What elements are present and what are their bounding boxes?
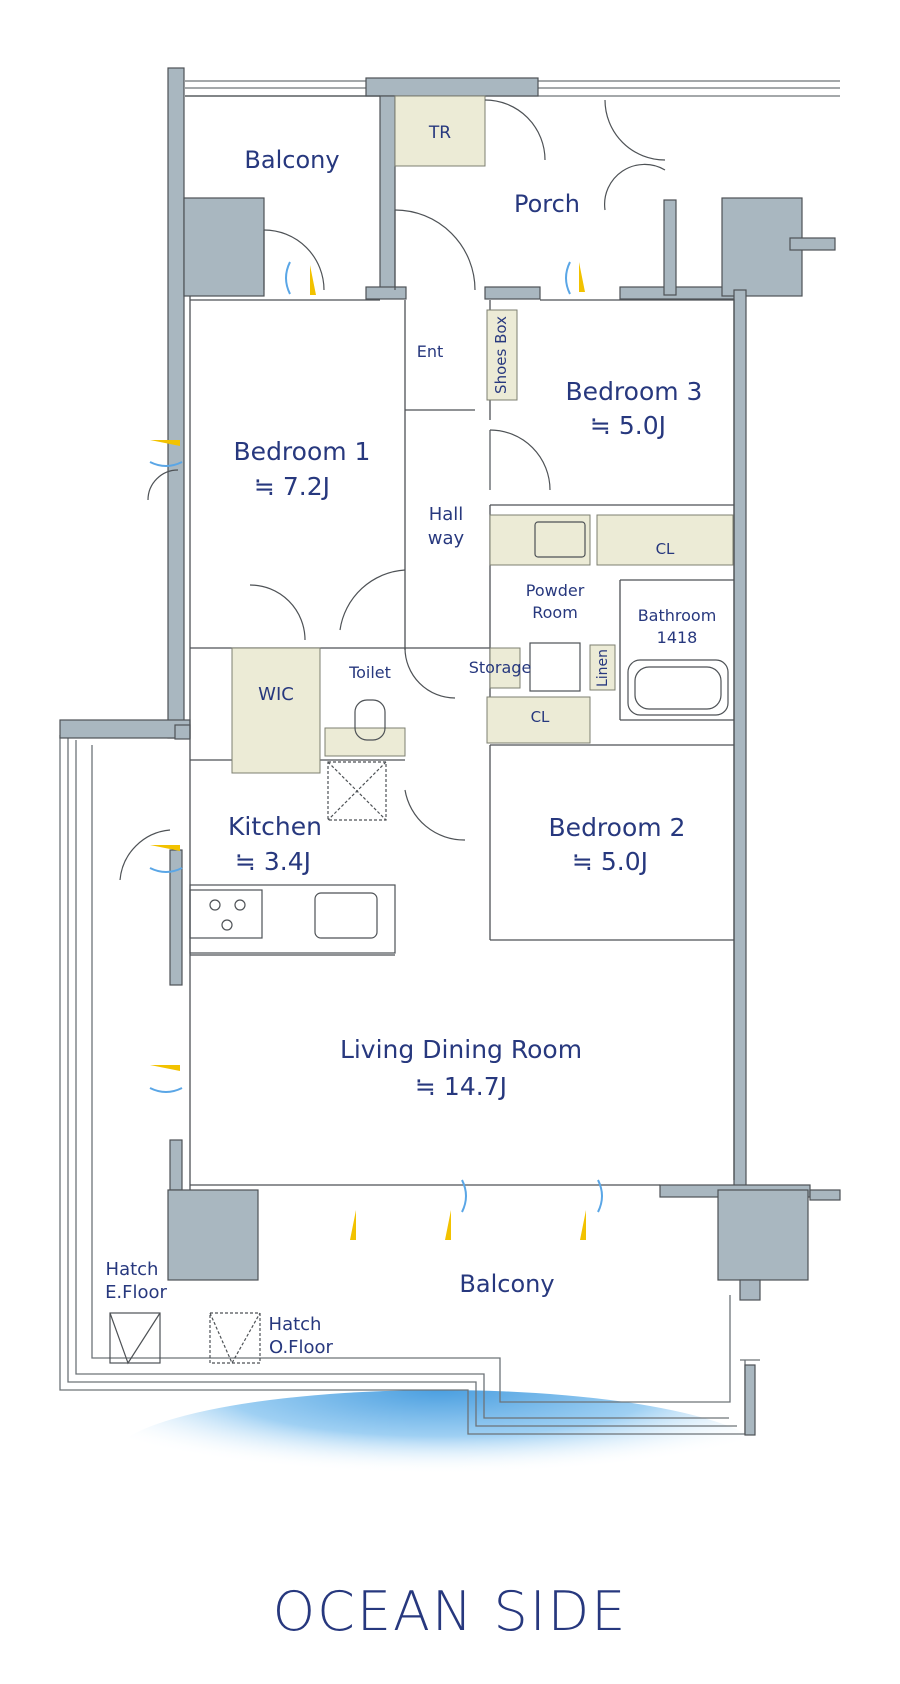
label-kitchen: Kitchen — [228, 812, 322, 841]
label-tr: TR — [428, 123, 451, 143]
label-hatch-o-1: Hatch — [269, 1314, 322, 1335]
label-porch: Porch — [514, 190, 580, 218]
label-bedroom-2: Bedroom 2 — [549, 813, 686, 842]
interior-walls — [185, 95, 735, 1190]
label-hatch-e-2: E.Floor — [105, 1282, 167, 1303]
label-cl-top: CL — [656, 540, 675, 558]
label-bedroom-1: Bedroom 1 — [234, 437, 371, 466]
label-hatch-e-1: Hatch — [106, 1259, 159, 1280]
cl-mid-fill — [486, 696, 591, 744]
toilet-bowl — [354, 699, 386, 741]
label-kitchen-size: ≒ 3.4J — [235, 847, 311, 876]
fixtures — [189, 521, 729, 954]
label-balcony-top: Balcony — [244, 146, 339, 174]
shoes-box — [486, 309, 518, 401]
wic-fill — [231, 647, 321, 774]
label-cl-mid: CL — [531, 708, 550, 726]
ventilation-arrows — [149, 261, 603, 1240]
label-hatch-o-2: O.Floor — [269, 1337, 334, 1358]
label-bathroom: Bathroom — [638, 606, 717, 625]
tr-box — [394, 95, 486, 167]
label-bedroom-3-size: ≒ 5.0J — [590, 411, 666, 440]
washing-machine — [529, 642, 581, 692]
label-wic: WIC — [258, 684, 294, 705]
storage-fill — [489, 647, 521, 689]
label-bedroom-2-size: ≒ 5.0J — [572, 847, 648, 876]
label-powder-1: Powder — [526, 581, 585, 600]
label-bedroom-3: Bedroom 3 — [566, 377, 703, 406]
bathtub — [627, 659, 729, 716]
kitchen-counter — [189, 884, 396, 954]
cl-top-fill — [596, 514, 734, 566]
sink — [534, 521, 586, 558]
label-ldr: Living Dining Room — [340, 1035, 582, 1064]
label-balcony-bottom: Balcony — [459, 1270, 554, 1298]
storage-fills — [231, 95, 734, 774]
label-ent: Ent — [417, 342, 444, 361]
label-ldr-size: ≒ 14.7J — [415, 1072, 507, 1101]
hatches — [109, 1312, 261, 1365]
label-linen: Linen — [595, 649, 611, 687]
label-storage: Storage — [469, 658, 532, 677]
label-bathroom-code: 1418 — [657, 628, 698, 647]
linen-fill — [589, 644, 616, 691]
label-bedroom-1-size: ≒ 7.2J — [254, 472, 330, 501]
stove — [189, 889, 263, 939]
doors — [119, 99, 666, 881]
kitchen-sink — [314, 892, 378, 939]
hatch-o-floor — [209, 1312, 261, 1364]
toilet-fill — [324, 727, 406, 757]
label-hallway-2: way — [428, 528, 465, 549]
ocean-side-title: OCEAN SIDE — [272, 1580, 628, 1643]
label-toilet: Toilet — [348, 663, 391, 682]
label-powder-2: Room — [532, 603, 578, 622]
ocean-glow — [110, 1390, 770, 1530]
label-hallway-1: Hall — [429, 504, 464, 525]
walls — [59, 67, 841, 1436]
hatch-e-floor — [109, 1312, 161, 1364]
label-shoes-box: Shoes Box — [492, 316, 510, 394]
